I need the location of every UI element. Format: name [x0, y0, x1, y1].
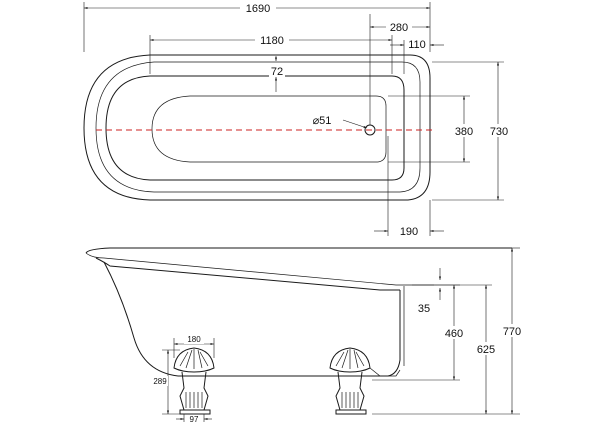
dim-overall-height: 770	[503, 326, 521, 338]
dim-rim-offset: 110	[408, 39, 426, 51]
label-waste-diameter: ⌀51	[313, 115, 332, 127]
dim-foot-width: 180	[187, 335, 201, 344]
dim-foot-base: 97	[190, 415, 199, 424]
right-claw-foot	[329, 347, 371, 415]
side-bottom	[178, 290, 401, 377]
dim-end-offset: 280	[390, 22, 408, 34]
plan-outer-outline	[83, 54, 431, 201]
side-rim-underside	[85, 252, 434, 286]
plan-inner-basin	[105, 75, 405, 181]
left-claw-foot	[173, 347, 215, 415]
side-left-wall	[103, 261, 179, 377]
side-rim-top	[85, 247, 512, 254]
plan-floor-outline	[151, 95, 387, 163]
side-waste-pipe	[369, 367, 401, 377]
dim-waste-height: 460	[445, 328, 463, 340]
side-view: 180 289 97 35 460 625 770	[85, 247, 525, 424]
dim-inner-width: 380	[455, 126, 473, 138]
dim-rim-top: 72	[271, 66, 283, 78]
dim-overall-length: 1690	[246, 3, 270, 15]
plan-waste-leader	[342, 119, 368, 129]
dim-overall-width: 730	[490, 126, 508, 138]
dim-rim-drop: 35	[418, 303, 430, 315]
dim-foot-height: 289	[153, 377, 167, 386]
dim-inner-height: 625	[477, 344, 495, 356]
dim-waste-offset: 190	[400, 226, 418, 238]
plan-rim-outline	[95, 61, 421, 193]
side-sloped-back	[95, 257, 400, 291]
dim-inner-length: 1180	[260, 35, 284, 47]
plan-view: 1690 280 1180 110 72 ⌀51 380	[83, 1, 512, 238]
